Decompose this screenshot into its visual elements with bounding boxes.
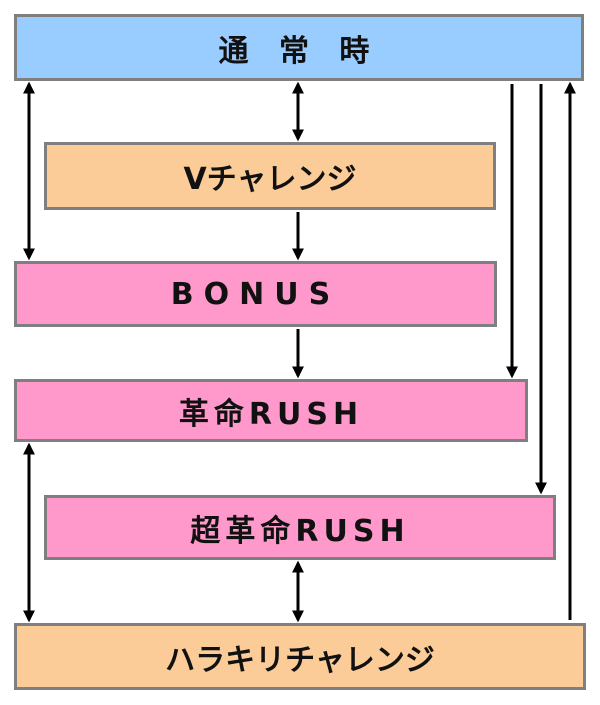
node-normal-label: 通 常 時 (218, 33, 380, 69)
node-v-challenge: Vチャレンジ (44, 142, 496, 210)
node-super-kakumei-rush: 超革命RUSH (44, 495, 556, 560)
node-kakumei-rush: 革命RUSH (14, 379, 528, 442)
node-normal: 通 常 時 (14, 14, 584, 81)
node-v-challenge-label: Vチャレンジ (183, 162, 357, 197)
node-kakumei-rush-label: 革命RUSH (178, 396, 364, 432)
node-harakiri-challenge-label: ハラキリチャレンジ (165, 642, 435, 678)
node-super-kakumei-rush-label: 超革命RUSH (190, 513, 410, 549)
node-harakiri-challenge: ハラキリチャレンジ (14, 623, 586, 690)
node-bonus: BONUS (14, 261, 497, 327)
node-bonus-label: BONUS (170, 276, 341, 312)
